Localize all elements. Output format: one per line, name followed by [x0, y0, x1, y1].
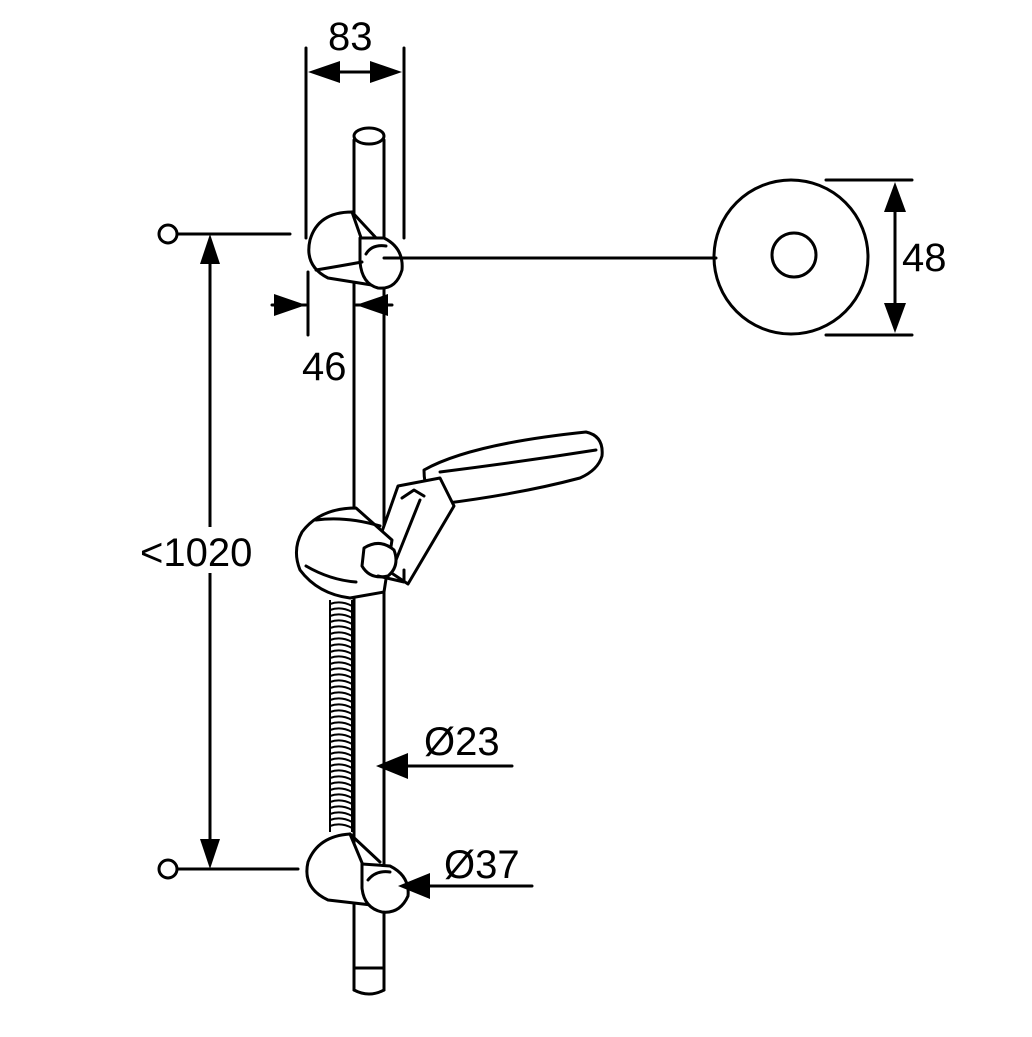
- rail-diameter-label: Ø23: [424, 720, 500, 764]
- top-wall-bracket: [307, 210, 404, 290]
- height-dimension-label: <1020: [140, 531, 252, 575]
- bottom-mount-point: [157, 858, 300, 880]
- wall-rosette: [712, 178, 870, 336]
- top-width-dimension: 83: [304, 15, 406, 240]
- hand-shower: [370, 430, 604, 586]
- spiral-hose: [329, 600, 353, 832]
- sliding-holder: [295, 506, 406, 600]
- bottom-wall-bracket: [305, 832, 410, 914]
- rail-diameter-dimension: Ø23: [376, 720, 514, 779]
- height-dimension: <1020: [140, 234, 280, 869]
- top-mount-point: [157, 223, 292, 245]
- bracket-diameter-dimension: Ø37: [398, 843, 534, 899]
- bracket-diameter-label: Ø37: [444, 843, 520, 887]
- offset-dimension: 46: [270, 270, 394, 389]
- rosette-diameter-label: 48: [902, 236, 947, 280]
- offset-dimension-label: 46: [302, 345, 347, 389]
- top-width-label: 83: [328, 15, 373, 59]
- rosette-diameter-dimension: 48: [824, 178, 947, 337]
